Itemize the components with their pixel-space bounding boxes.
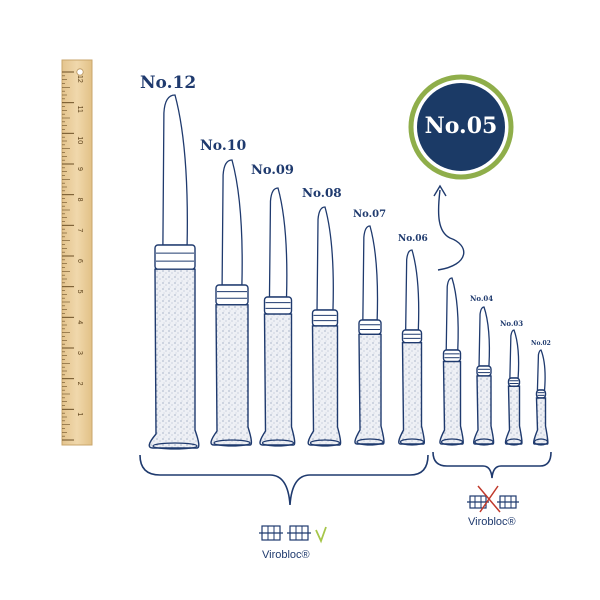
virobloc-lock-icon (287, 525, 311, 541)
ruler-tick-label: 4 (76, 320, 83, 324)
knife-label-no06: No.06 (398, 234, 428, 244)
knife-blade (268, 187, 288, 298)
ruler-tick-label: 2 (76, 382, 83, 386)
knife-no03 (504, 329, 523, 446)
ruler-tick-label: 12 (76, 75, 83, 83)
knife-handle (210, 304, 253, 446)
virobloc-ring (154, 244, 196, 270)
knife-label-no04: No.04 (470, 294, 494, 303)
knife-label-no10: No.10 (200, 138, 247, 154)
knife-blade (405, 249, 420, 331)
cross-icon (477, 485, 501, 513)
knife-label-no09: No.09 (251, 163, 294, 178)
knife-blade (162, 94, 188, 246)
knife-no07 (354, 225, 385, 446)
knife-no04 (473, 306, 495, 446)
handle-base (533, 438, 549, 446)
knife-no12 (148, 94, 200, 450)
virobloc-ring (476, 365, 492, 377)
ruler-hang-hole (76, 68, 84, 76)
knife-handle (148, 268, 200, 449)
no05-badge (408, 74, 514, 180)
virobloc-group-2-icons (467, 485, 519, 513)
knife-label-no12: No.12 (140, 73, 197, 93)
knife-blade (509, 329, 520, 379)
knife-lineup (148, 94, 549, 450)
knife-blade (445, 277, 459, 351)
virobloc-ring (442, 349, 462, 363)
check-icon (315, 526, 327, 544)
handle-base (505, 438, 523, 446)
ruler-tick-label: 11 (76, 106, 83, 113)
ruler-tick-label: 8 (76, 198, 83, 202)
knife-label-no07: No.07 (353, 209, 387, 220)
ruler-tick-label: 1 (76, 412, 83, 416)
knife-blade (316, 206, 334, 311)
knife-handle (533, 397, 549, 445)
knife-handle (398, 341, 425, 445)
knife-no05 (439, 277, 464, 446)
ruler-tick-label: 6 (76, 259, 83, 263)
virobloc-ring (535, 389, 547, 399)
ruler-tick-label: 10 (76, 136, 83, 144)
ruler-tick-label: 5 (76, 290, 83, 294)
knife-label-no02: No.02 (531, 340, 551, 347)
virobloc-ring (507, 377, 521, 387)
virobloc-ring (358, 319, 382, 336)
knife-no10 (210, 159, 253, 447)
knife-blade (362, 225, 379, 321)
virobloc-lock-icon (259, 525, 283, 541)
virobloc-group-1-icons (259, 525, 327, 544)
ruler-tick-label: 9 (76, 167, 83, 171)
handle-base (474, 438, 494, 446)
knife-handle (504, 385, 523, 445)
knife-no09 (259, 187, 296, 447)
knife-handle (439, 360, 464, 445)
knife-handle (354, 333, 385, 445)
handle-base (356, 438, 384, 446)
handle-base (399, 438, 425, 446)
handle-base (261, 439, 295, 447)
knife-no06 (398, 249, 425, 446)
brand-label-virobloc-2: Virobloc® (468, 516, 516, 528)
ruler-tick-label: 3 (76, 351, 83, 355)
knife-blade (221, 159, 243, 286)
knife-label-no03: No.03 (500, 319, 524, 328)
pointer-arrow (433, 184, 465, 271)
virobloc-ring (311, 309, 339, 327)
knife-no08 (307, 206, 342, 447)
knife-handle (473, 375, 495, 445)
handle-base (213, 439, 251, 447)
badge-label: No.05 (424, 113, 498, 139)
handle-base (440, 438, 464, 446)
brace-large-group (139, 454, 429, 506)
handle-base (309, 439, 341, 447)
virobloc-ring (215, 284, 249, 306)
knife-handle (259, 313, 296, 446)
knife-no02 (533, 349, 549, 446)
brace-small-group (432, 451, 552, 479)
virobloc-lock-icon (497, 495, 519, 509)
knife-blade (536, 349, 546, 391)
virobloc-lock-icon (467, 495, 489, 509)
handle-base (152, 442, 198, 450)
knife-blade (478, 306, 491, 367)
knife-label-no08: No.08 (302, 186, 342, 200)
ruler-tick-label: 7 (76, 228, 83, 232)
virobloc-ring (263, 296, 293, 315)
virobloc-ring (401, 329, 423, 344)
knife-handle (307, 325, 342, 446)
brand-label-virobloc-1: Virobloc® (262, 549, 310, 561)
